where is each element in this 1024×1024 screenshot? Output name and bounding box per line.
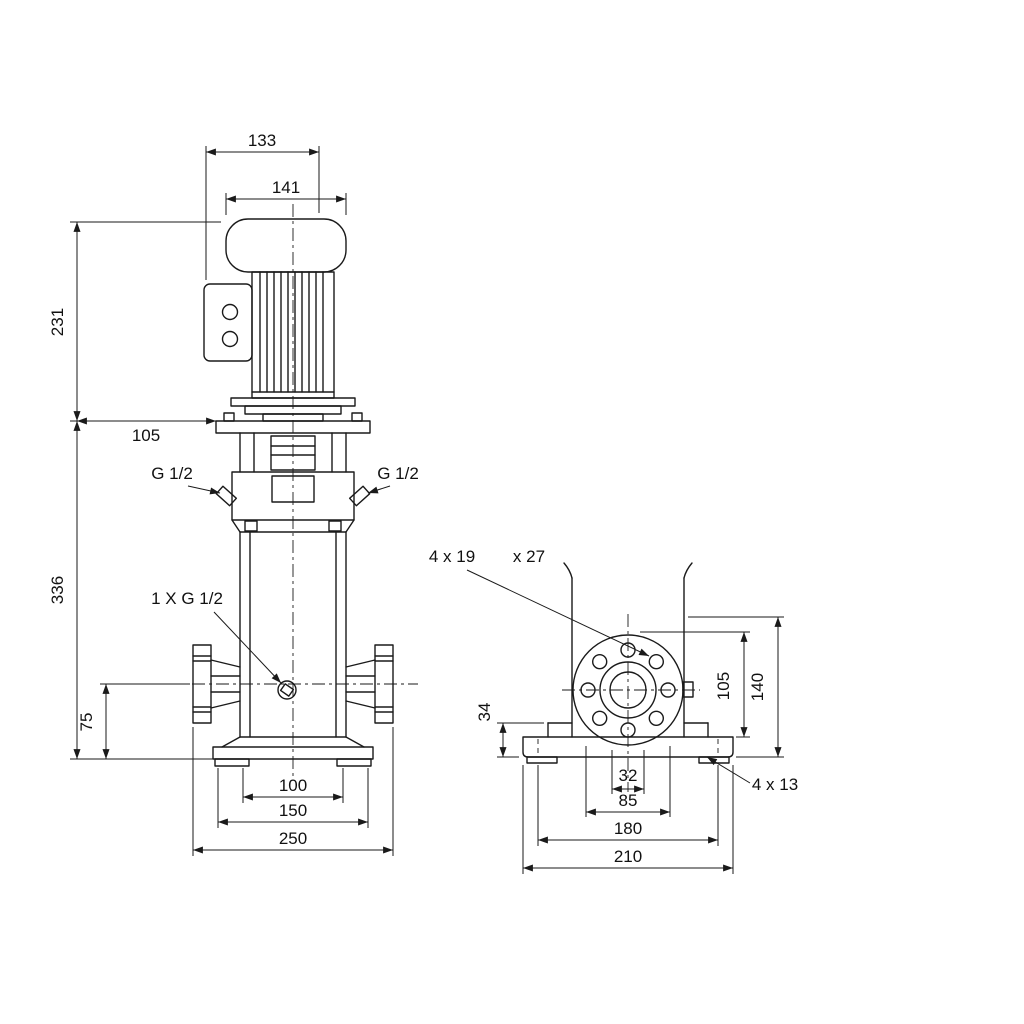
dimension-32: 32 [611, 750, 645, 794]
g12-left-label: G 1/2 [151, 464, 193, 483]
dimension-210: 210 [522, 765, 734, 874]
dim-231-label: 231 [48, 308, 67, 336]
priming-plug-left [215, 485, 238, 507]
gauge-tapping-boss [682, 681, 694, 698]
dim-150-label: 150 [279, 801, 307, 820]
staybolt-nut-right [328, 520, 342, 532]
port-flange-face [572, 634, 694, 746]
stool-bolt-right [351, 412, 363, 422]
dim-180-label: 180 [614, 819, 642, 838]
dim-85-label: 85 [619, 791, 638, 810]
dimension-105-side: 105 [640, 631, 750, 738]
dimension-133: 133 [205, 131, 320, 280]
shaft-seal-housing [271, 475, 315, 503]
dimension-140: 140 [688, 616, 784, 758]
dim-250-label: 250 [279, 829, 307, 848]
flange-bore-circle [609, 671, 647, 709]
callout-base-holes: 4 x 13 [706, 756, 798, 794]
coupling [270, 435, 316, 471]
terminal-box-body [203, 283, 253, 362]
priming-plug-right [348, 485, 371, 507]
port-flange-right [345, 644, 394, 724]
flange-bolt-holes [580, 642, 676, 738]
terminal-box-screw-bottom [221, 330, 239, 348]
base-holes-label: 4 x 13 [752, 775, 798, 794]
dimension-100: 100 [242, 768, 344, 803]
flange-counterbore-label: x 27 [513, 547, 545, 566]
dim-210-label: 210 [614, 847, 642, 866]
dim-336-label: 336 [48, 576, 67, 604]
dim-105-front-label: 105 [132, 426, 160, 445]
motor-stool [215, 412, 371, 473]
staybolt-nut-left [244, 520, 258, 532]
flange-holes-label: 4 x 19 [429, 547, 475, 566]
callout-flange-holes: 4 x 19 x 27 [429, 547, 650, 657]
motor-fan-cover [225, 218, 347, 273]
motor [203, 218, 356, 422]
callout-g12-left: G 1/2 [151, 464, 221, 495]
motor-cooling-fins [251, 271, 335, 393]
pump-body-side [547, 562, 709, 738]
dim-100-label: 100 [279, 776, 307, 795]
chamber-stack [239, 531, 347, 738]
dimension-85: 85 [585, 746, 671, 817]
dimension-34: 34 [475, 703, 544, 758]
pump-head [215, 471, 371, 533]
dimension-336: 336 [48, 421, 213, 760]
pump-head-block [231, 471, 355, 521]
dimension-141: 141 [225, 178, 347, 215]
dimension-150: 150 [217, 768, 369, 828]
flange-raised-face-circle [599, 661, 657, 719]
drain-plug [277, 680, 297, 700]
base-foot-right [698, 756, 730, 764]
callout-g12-right: G 1/2 [367, 464, 419, 494]
dim-133-label: 133 [248, 131, 276, 150]
base-foot-left [526, 756, 558, 764]
dim-140-label: 140 [748, 673, 767, 701]
stool-bolt-left [223, 412, 235, 422]
dimension-231: 231 [48, 221, 221, 422]
dimension-180: 180 [537, 765, 719, 846]
dimension-105-front: 105 [77, 417, 216, 445]
terminal-box [203, 283, 253, 362]
dim-105-side-label: 105 [714, 672, 733, 700]
side-view: 34 105 140 32 85 [429, 547, 798, 874]
pump-base-front [212, 736, 374, 767]
dimension-75: 75 [77, 683, 190, 759]
foot-pad-right [336, 758, 372, 767]
callout-drain: 1 X G 1/2 [151, 589, 282, 684]
base-plate-front [212, 746, 374, 760]
foot-pad-left [214, 758, 250, 767]
motor-stool-plate [215, 420, 371, 434]
dimension-250: 250 [192, 727, 394, 856]
port-flange-left [192, 644, 241, 724]
front-view: 133 141 231 105 336 75 [48, 131, 419, 856]
drain-label: 1 X G 1/2 [151, 589, 223, 608]
dim-75-label: 75 [77, 713, 96, 732]
dim-32-label: 32 [619, 766, 638, 785]
dim-141-label: 141 [272, 178, 300, 197]
terminal-box-screw-top [221, 303, 239, 321]
g12-right-label: G 1/2 [377, 464, 419, 483]
dim-34-label: 34 [475, 703, 494, 722]
